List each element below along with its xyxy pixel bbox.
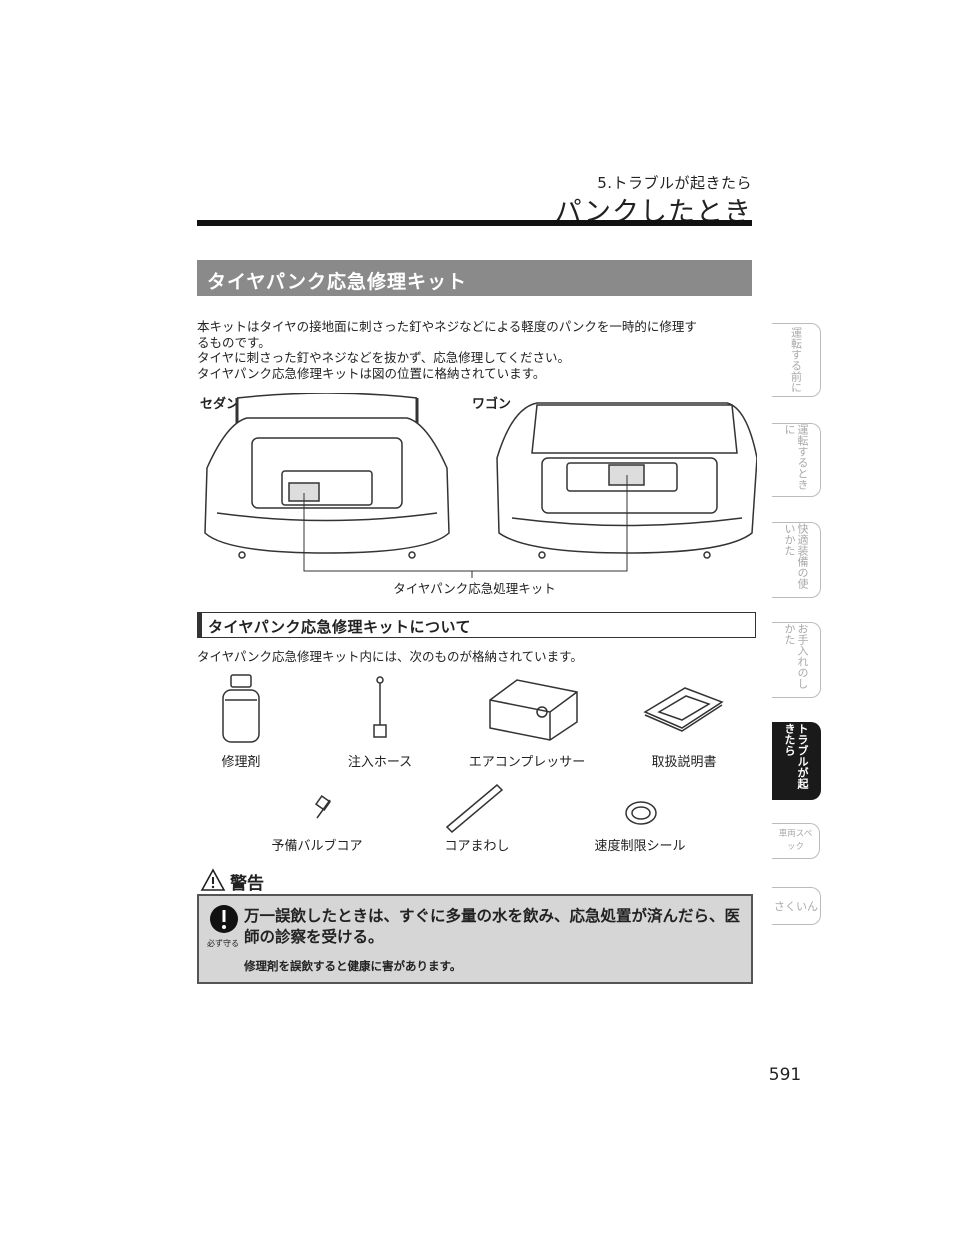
sedan-label: セダン [200, 397, 240, 412]
intro-line: タイヤに刺さった釘やネジなどを抜かず、応急修理してください。 [197, 350, 571, 365]
compressor-label: エアコンプレッサー [468, 755, 586, 770]
intro-line: るものです。 [197, 334, 271, 350]
kit-heading-text: タイヤパンク応急修理キット [207, 271, 468, 293]
sedan-car-icon [204, 393, 450, 559]
speed-seal-label: 速度制限シール [594, 839, 686, 854]
repair-agent-label: 修理剤 [221, 755, 261, 770]
intro-line: 本キットはタイヤの接地面に刺さった釘やネジなどによる軽度のパンクを一時的に修理す [197, 319, 697, 334]
chapter-title: 5.トラブルが起きたら [597, 174, 752, 192]
hose-label: 注入ホース [347, 755, 413, 770]
about-text: タイヤパンク応急修理キット内には、次のものが格納されています。 [197, 649, 583, 664]
warning-title: 警告 [200, 868, 400, 894]
trunk-illustration [204, 393, 757, 578]
repair-agent-bottle-icon [222, 674, 260, 743]
tab-maintenance[interactable]: お手入れのしかた [772, 622, 821, 698]
must-follow-icon [210, 905, 238, 933]
about-heading: タイヤパンク応急修理キットについて [197, 612, 756, 638]
air-compressor-icon [489, 679, 578, 741]
warning-sub-text: 修理剤を誤飲すると健康に害があります。 [244, 959, 462, 973]
kit-items: 修理剤 注入ホース エアコンプレッサー 取扱説明書 予備バルブコア コアまわし … [197, 670, 757, 855]
instruction-manual-icon [643, 687, 724, 732]
warning-box: 必ず守る 万一誤飲したときは、すぐに多量の水を飲み、応急処置が済んだら、医師の診… [197, 894, 753, 984]
wagon-car-icon [496, 402, 757, 559]
tab-specifications[interactable]: 車両スペック [772, 823, 820, 859]
warning-main-text: 万一誤飲したときは、すぐに多量の水を飲み、応急処置が済んだら、医師の診察を受ける… [244, 907, 741, 946]
core-wrench-icon [445, 783, 504, 834]
core-tool-label: コアまわし [444, 839, 510, 854]
about-heading-text: タイヤパンク応急修理キットについて [208, 618, 472, 636]
valve-core-label: 予備バルブコア [271, 839, 363, 854]
wagon-label: ワゴン [472, 397, 512, 412]
speed-limit-seal-icon [625, 801, 657, 825]
manual-label: 取扱説明書 [651, 755, 717, 770]
tab-while-driving[interactable]: 運転するときに [772, 423, 821, 497]
kit-heading: タイヤパンク応急修理キット [197, 260, 752, 296]
spare-valve-core-icon [314, 794, 332, 819]
must-follow-label: 必ず守る [207, 939, 239, 948]
tab-troubleshooting[interactable]: トラブルが起きたら [772, 722, 821, 800]
warning-title-text: 警告 [230, 874, 264, 894]
intro-paragraph: 本キットはタイヤの接地面に刺さった釘やネジなどによる軽度のパンクを一時的に修理す… [197, 319, 757, 381]
tab-index[interactable]: さくいん [772, 887, 821, 925]
kit-callout: タイヤパンク応急処理キット [393, 581, 556, 596]
tab-comfort-features[interactable]: 快適装備の使いかた [772, 522, 821, 598]
intro-line: タイヤパンク応急修理キットは図の位置に格納されています。 [197, 365, 546, 381]
header-rule [197, 220, 752, 226]
car-figure: セダン ワゴン [197, 393, 757, 603]
tab-before-driving[interactable]: 運転する前に [772, 323, 821, 397]
page-number: 591 [768, 1065, 802, 1085]
warning-triangle-icon [200, 868, 226, 891]
injection-hose-icon [373, 676, 387, 738]
